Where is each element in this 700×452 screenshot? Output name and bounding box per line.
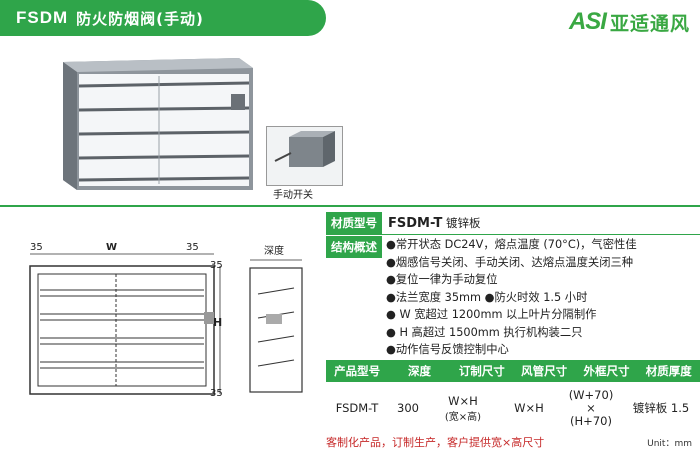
structure-row: 结构概述 ●常开状态 DC24V，熔点温度 (70°C)，气密性佳 ●烟感信号关… <box>326 236 700 360</box>
col-depth: 深度 <box>407 364 431 378</box>
dim-right: 35 <box>186 242 199 253</box>
table-header: 产品型号 深度 订制尺寸 风管尺寸 外框尺寸 材质厚度 <box>326 360 700 382</box>
title-banner: FSDM 防火防烟阀(手动) <box>0 0 326 36</box>
dim-left: 35 <box>30 242 43 253</box>
cell-custom: W×H (宽×高) <box>428 394 498 423</box>
dim-height: H <box>213 316 223 329</box>
feature-item: ●烟感信号关闭、手动关闭、达熔点温度关闭三种 <box>386 255 634 269</box>
col-model: 产品型号 <box>334 364 381 378</box>
inset-caption: 手动开关 <box>273 190 313 201</box>
feature-item: ● H 高超过 1500mm 执行机构装二只 <box>386 325 583 339</box>
material-label: 材质型号 <box>326 212 382 234</box>
dim-width: W <box>106 242 118 253</box>
model-title: FSDM <box>16 8 69 27</box>
feature-list: ●常开状态 DC24V，熔点温度 (70°C)，气密性佳 ●烟感信号关闭、手动关… <box>382 236 637 360</box>
custom-note: 客制化产品，订制生产，客户提供宽×高尺寸 <box>326 436 545 449</box>
logo-text: 亚适通风 <box>609 12 690 35</box>
feature-item: ●复位一律为手动复位 <box>386 273 498 286</box>
frame-l1: (W+70) <box>568 387 614 402</box>
feature-item: ●动作信号反馈控制中心 <box>386 343 509 356</box>
structure-label: 结构概述 <box>326 236 382 258</box>
col-thickness: 材质厚度 <box>645 364 692 378</box>
material-info: FSDM-T 镀锌板 <box>382 212 480 234</box>
custom-value: W×H <box>448 393 478 408</box>
brand-logo: ASI 亚适通风 <box>569 8 690 36</box>
product-name: 防火防烟阀(手动) <box>76 9 204 28</box>
front-view-drawing <box>29 253 221 395</box>
col-custom: 订制尺寸 <box>458 364 505 378</box>
dim-bottom: 35 <box>210 388 223 399</box>
dim-top: 35 <box>210 260 223 271</box>
cell-duct: W×H <box>514 401 544 415</box>
damper-illustration <box>63 58 253 190</box>
cell-thickness: 镀锌板 1.5 <box>632 401 690 415</box>
side-view-drawing <box>249 259 303 393</box>
feature-item: ●常开状态 DC24V，熔点温度 (70°C)，气密性佳 <box>386 238 637 251</box>
cell-frame: (W+70) × (H+70) <box>560 387 622 428</box>
custom-sub: (宽×高) <box>444 411 482 423</box>
unit-label: Unit：mm <box>647 439 692 449</box>
material-row: 材质型号 FSDM-T 镀锌板 <box>326 212 700 235</box>
feature-item: ● W 宽超过 1200mm 以上叶片分隔制作 <box>386 308 597 321</box>
frame-l3: (H+70) <box>570 413 612 428</box>
col-frame: 外框尺寸 <box>583 364 630 378</box>
depth-label: 深度 <box>264 246 284 257</box>
section-divider <box>0 205 700 207</box>
cell-depth: 300 <box>397 401 419 415</box>
frame-l2: × <box>586 400 596 415</box>
feature-item: ●法兰宽度 35mm ●防火时效 1.5 小时 <box>386 290 588 304</box>
switch-inset <box>266 126 343 186</box>
material-value: 镀锌板 <box>445 216 481 230</box>
logo-mark: ASI <box>568 8 607 35</box>
table-row: FSDM-T 300 W×H (宽×高) W×H (W+70) × (H+70)… <box>326 382 700 434</box>
cell-model: FSDM-T <box>335 401 379 415</box>
material-model: FSDM-T <box>388 216 443 231</box>
col-duct: 风管尺寸 <box>521 364 568 378</box>
